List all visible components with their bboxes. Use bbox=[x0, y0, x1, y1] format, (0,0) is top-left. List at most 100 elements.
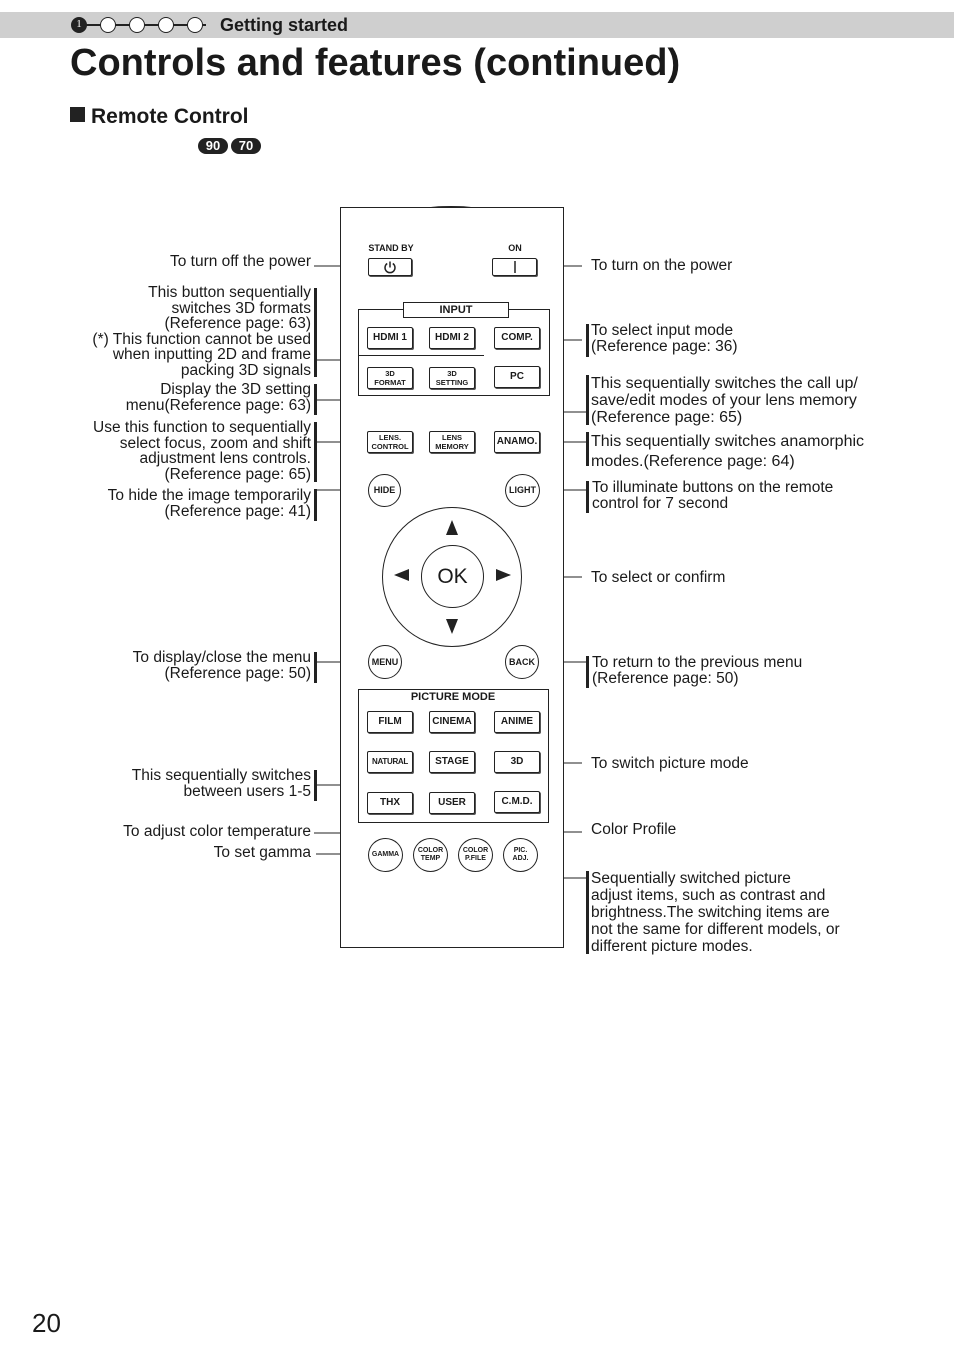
3d-mode-button[interactable]: 3D bbox=[494, 751, 540, 773]
annotation-line: To display/close the menu bbox=[132, 649, 311, 666]
progress-line bbox=[86, 24, 206, 26]
pic-adj-line1: PIC. bbox=[513, 847, 528, 854]
annotation-picture-mode: To switch picture mode bbox=[591, 756, 749, 772]
progress-step-4 bbox=[158, 17, 174, 33]
pic-adj-line2: ADJ. bbox=[512, 855, 529, 862]
page-title: Controls and features (continued) bbox=[70, 42, 681, 84]
subsection-heading: Remote Control bbox=[70, 104, 249, 130]
annotation-line: To illuminate buttons on the remote bbox=[592, 479, 834, 496]
annotation-line: To set gamma bbox=[213, 844, 311, 861]
annotation-line: This sequentially switches the call up/ bbox=[591, 375, 858, 392]
arrow-up-icon[interactable] bbox=[446, 520, 458, 535]
back-button[interactable]: BACK bbox=[505, 645, 539, 679]
annotation-line: To hide the image temporarily bbox=[107, 487, 311, 504]
remote-emitter-notch bbox=[428, 206, 474, 210]
annotation-line: This button sequentially bbox=[148, 284, 311, 301]
annotation-ok: To select or confirm bbox=[591, 570, 725, 586]
annotation-line: (Reference page: 41) bbox=[164, 502, 311, 520]
annotation-line: different picture modes. bbox=[591, 938, 753, 955]
annotation-bracket bbox=[586, 656, 589, 688]
annotation-bracket bbox=[314, 652, 317, 683]
comp-button[interactable]: COMP. bbox=[494, 327, 540, 349]
annotation-line: (Reference page: 50) bbox=[164, 664, 311, 682]
arrow-right-icon[interactable] bbox=[496, 569, 511, 581]
annotation-color-temp: To adjust color temperature bbox=[123, 824, 311, 840]
hdmi1-button[interactable]: HDMI 1 bbox=[367, 327, 413, 349]
power-icon bbox=[384, 261, 396, 274]
annotation-line: (Reference page: 63) bbox=[164, 315, 311, 332]
annotation-line: To return to the previous menu bbox=[592, 654, 803, 671]
annotation-color-profile: Color Profile bbox=[591, 822, 676, 838]
thx-button[interactable]: THX bbox=[367, 792, 413, 814]
color-profile-line2: P.FILE bbox=[465, 855, 486, 862]
annotation-line: switches 3D formats bbox=[171, 299, 311, 317]
lens-control-line2: CONTROL bbox=[371, 442, 409, 451]
cmd-button[interactable]: C.M.D. bbox=[494, 791, 540, 813]
progress-step-1: 1 bbox=[71, 17, 87, 33]
annotation-3d-setting: Display the 3D setting menu(Reference pa… bbox=[126, 382, 311, 413]
3d-setting-line2: SETTING bbox=[435, 378, 469, 387]
gamma-button[interactable]: GAMMA bbox=[368, 838, 403, 872]
user-button[interactable]: USER bbox=[429, 792, 475, 814]
pc-button[interactable]: PC bbox=[494, 366, 540, 388]
anime-button[interactable]: ANIME bbox=[494, 711, 540, 733]
annotation-line: (*) This function cannot be used bbox=[92, 330, 311, 348]
annotation-on: To turn on the power bbox=[591, 258, 732, 274]
annotation-back: To return to the previous menu (Referenc… bbox=[592, 655, 802, 686]
annotation-anamo: This sequentially switches anamorphic mo… bbox=[591, 432, 864, 472]
annotation-user: This sequentially switches between users… bbox=[132, 768, 311, 799]
annotation-bracket bbox=[586, 871, 589, 954]
annotation-bracket bbox=[586, 324, 589, 357]
annotation-line: packing 3D signals bbox=[180, 361, 311, 379]
lens-memory-line1: LENS bbox=[441, 433, 462, 442]
annotation-line: select focus, zoom and shift bbox=[119, 434, 311, 452]
light-button[interactable]: LIGHT bbox=[505, 474, 540, 507]
annotation-line: save/edit modes of your lens memory bbox=[591, 392, 857, 409]
hide-button[interactable]: HIDE bbox=[368, 474, 401, 507]
annotation-bracket bbox=[314, 770, 317, 801]
progress-step-3 bbox=[129, 17, 145, 33]
annotation-hide: To hide the image temporarily (Reference… bbox=[108, 488, 311, 519]
annotation-line: adjustment lens controls. bbox=[139, 450, 311, 467]
annotation-line: not the same for different models, or bbox=[591, 921, 840, 938]
film-button[interactable]: FILM bbox=[367, 711, 413, 733]
pic-adj-button[interactable]: PIC.ADJ. bbox=[503, 838, 538, 872]
stage-button[interactable]: STAGE bbox=[429, 751, 475, 773]
standby-button[interactable] bbox=[368, 258, 412, 276]
annotation-line: To switch picture mode bbox=[591, 755, 749, 772]
page-number: 20 bbox=[32, 1308, 61, 1338]
arrow-left-icon[interactable] bbox=[394, 569, 409, 581]
annotation-line: Sequentially switched picture bbox=[591, 870, 791, 887]
annotation-line: Display the 3D setting bbox=[160, 381, 311, 398]
annotation-menu: To display/close the menu (Reference pag… bbox=[133, 650, 311, 681]
arrow-down-icon[interactable] bbox=[446, 619, 458, 634]
annotation-bracket bbox=[314, 384, 317, 415]
subsection-title: Remote Control bbox=[91, 105, 249, 128]
annotation-lens-control: Use this function to sequentially select… bbox=[93, 420, 311, 482]
annotation-line: adjust items, such as contrast and bbox=[591, 887, 826, 904]
annotation-bracket bbox=[314, 489, 317, 521]
annotation-line: menu(Reference page: 63) bbox=[125, 396, 311, 414]
3d-format-line2: FORMAT bbox=[374, 378, 406, 387]
annotation-line: To adjust color temperature bbox=[123, 823, 311, 840]
anamo-button[interactable]: ANAMO. bbox=[494, 431, 540, 453]
annotation-bracket bbox=[314, 288, 317, 377]
on-button[interactable] bbox=[492, 258, 537, 276]
section-label: Getting started bbox=[220, 15, 349, 35]
annotation-line: (Reference page: 65) bbox=[591, 409, 743, 426]
model-badge-90: 90 bbox=[198, 138, 228, 154]
cinema-button[interactable]: CINEMA bbox=[429, 711, 475, 733]
ok-button[interactable]: OK bbox=[421, 545, 484, 608]
natural-button[interactable]: NATURAL bbox=[367, 751, 413, 773]
color-temp-line1: COLOR bbox=[417, 847, 444, 854]
annotation-line: To turn on the power bbox=[591, 257, 733, 274]
menu-button[interactable]: MENU bbox=[368, 645, 402, 679]
lens-control-button[interactable]: LENS.CONTROL bbox=[367, 431, 413, 453]
annotation-line: (Reference page: 50) bbox=[592, 669, 739, 687]
hdmi2-button[interactable]: HDMI 2 bbox=[429, 327, 475, 349]
